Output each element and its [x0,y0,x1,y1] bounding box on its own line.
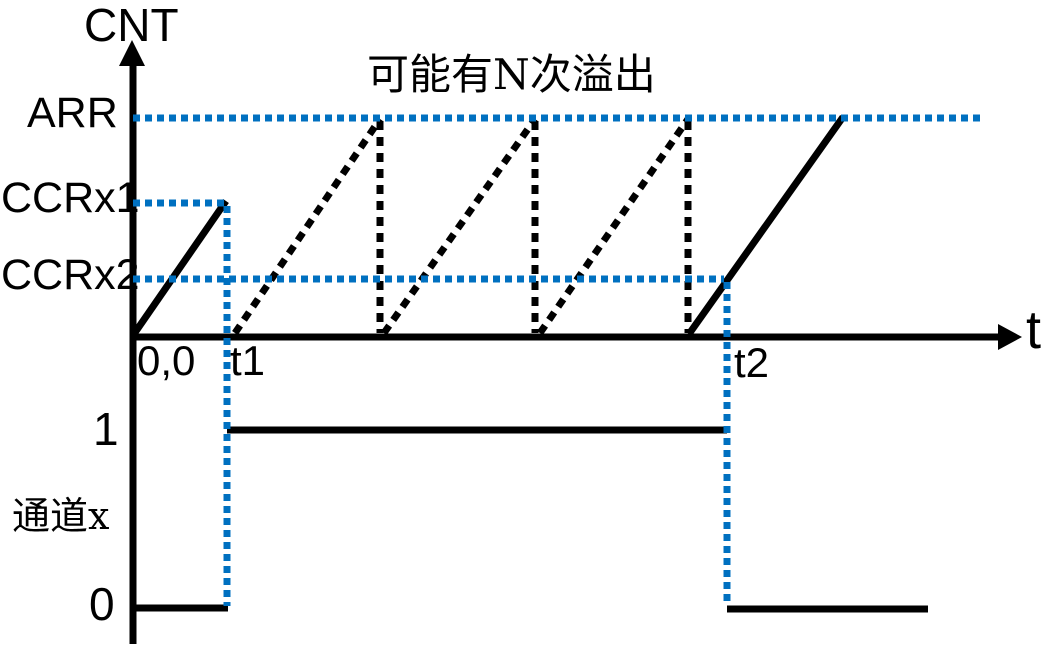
cnt-ramp-initial [131,199,229,336]
overflow-ramp-2 [381,116,538,336]
x-axis-arrowhead [998,324,1022,350]
overflow-ramp-3 [537,117,691,335]
cnt-ramp-final [686,114,846,337]
y-axis-arrowhead [119,40,145,66]
overflow-ramp-1 [232,117,383,335]
